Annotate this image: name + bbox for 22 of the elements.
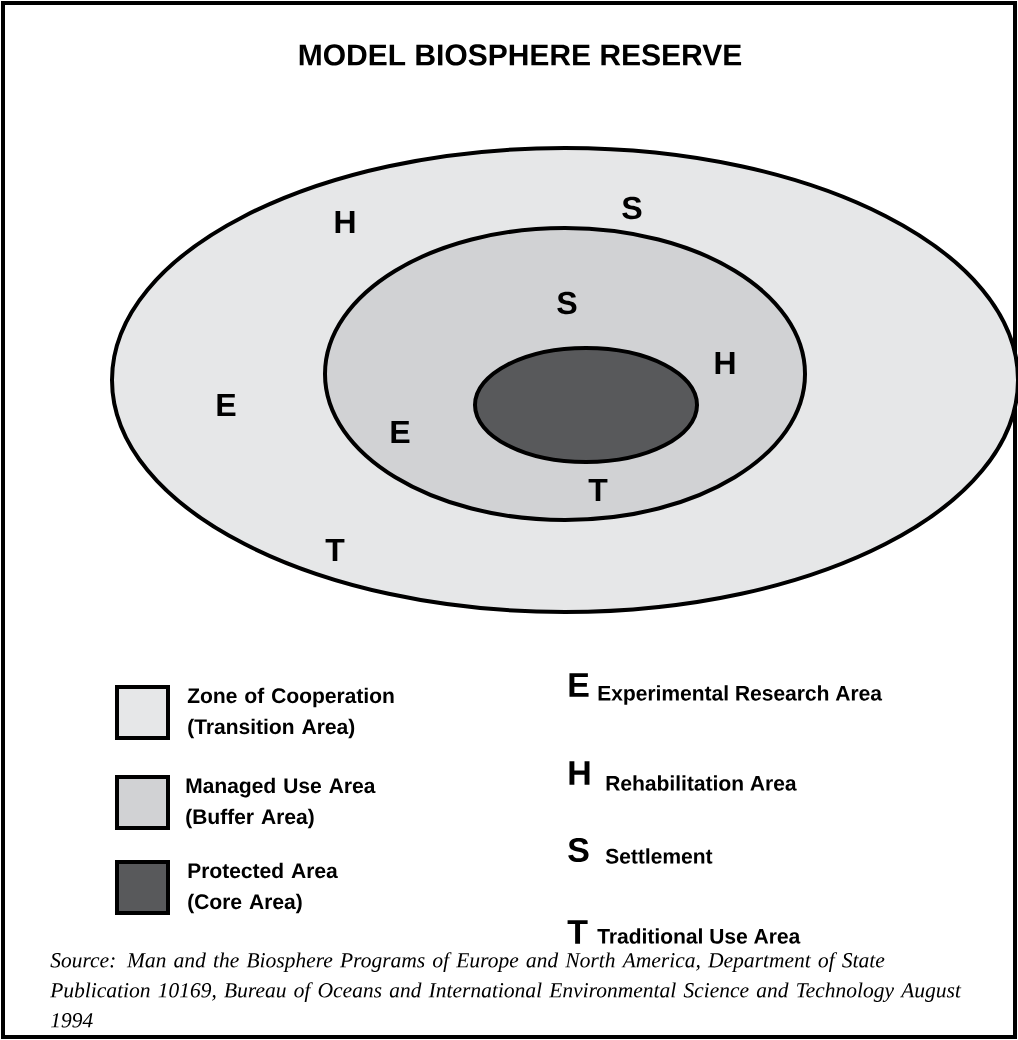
legend-text: Managed Use Area (Buffer Area) <box>186 777 376 829</box>
zone-letter: E <box>217 394 236 416</box>
key-letter: T <box>567 920 588 944</box>
legend-text: Protected Area (Core Area) <box>188 862 338 914</box>
zone-letter: T <box>588 479 608 501</box>
zone-letter: H <box>715 352 735 374</box>
zone-ellipse <box>473 346 699 464</box>
zone-letter: S <box>557 291 577 315</box>
key-letter: S <box>568 837 589 863</box>
key-text: Experimental Research Area <box>598 685 883 705</box>
zone-letter: H <box>335 211 355 233</box>
key-text: Rehabilitation Area <box>606 775 797 791</box>
zone-letter: S <box>622 196 642 220</box>
legend-text: Zone of Cooperation (Transition Area) <box>187 687 394 739</box>
source-note: Source: Man and the Biosphere Programs of Europe and North America, Department of State Publication 10169, Bureau of Oceans and International Environmental Science and Technology August 1994 <box>50 952 962 1028</box>
title: MODEL BIOSPHERE RESERVE <box>299 44 742 66</box>
key-letter: H <box>569 761 590 785</box>
key-text: Traditional Use Area <box>597 928 801 944</box>
zone-letter: E <box>391 421 410 443</box>
key-letter: E <box>569 673 589 697</box>
key-text: Settlement <box>605 848 713 864</box>
zone-letter: T <box>325 539 345 561</box>
